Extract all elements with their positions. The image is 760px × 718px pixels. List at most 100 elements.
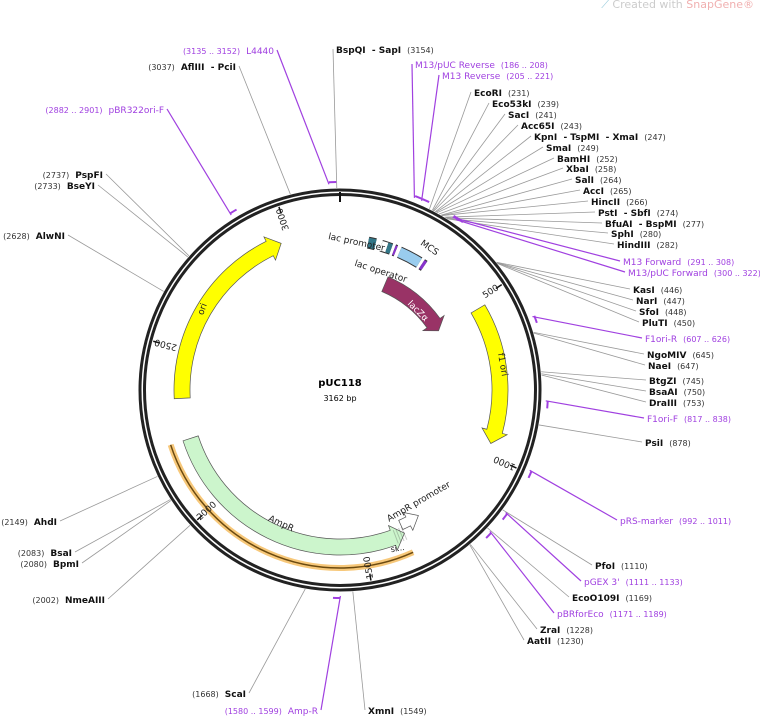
enzyme-site[interactable]: (3037)AflIII - PciI <box>148 63 291 195</box>
site-label[interactable]: (2149)AhdI <box>1 518 57 528</box>
enzyme-site[interactable]: PluTI(450) <box>497 263 696 329</box>
enzyme-site[interactable]: KasI(446) <box>496 261 682 296</box>
site-label[interactable]: EcoRI(231) <box>474 89 529 99</box>
site-label[interactable]: Acc65I(243) <box>521 122 582 132</box>
enzyme-site[interactable]: AatII(1230) <box>469 544 584 647</box>
site-label[interactable]: NarI(447) <box>636 297 685 307</box>
site-label[interactable]: F1ori-R(607 .. 626) <box>645 335 730 345</box>
enzyme-site[interactable]: NaeI(647) <box>533 332 699 372</box>
site-label[interactable]: (2733)BseYI <box>34 182 95 192</box>
enzyme-site[interactable]: BfuAI - BspMI(277) <box>445 217 704 230</box>
ampr-promoter-feature[interactable] <box>398 511 419 532</box>
enzyme-site[interactable]: Acc65I(243) <box>433 122 582 212</box>
ori-feature[interactable] <box>173 236 282 400</box>
site-label[interactable]: (2628)AlwNI <box>3 232 65 242</box>
site-label[interactable]: (1580 .. 1599)Amp-R <box>225 707 318 717</box>
site-label[interactable]: M13 Forward(291 .. 308) <box>623 258 734 268</box>
site-label[interactable]: SfoI(448) <box>639 308 686 318</box>
enzyme-site[interactable]: SalI(264) <box>441 176 622 216</box>
enzyme-site[interactable]: BamHI(252) <box>436 155 618 214</box>
site-label[interactable]: BfuAI - BspMI(277) <box>605 220 704 230</box>
enzyme-site[interactable]: AccI(265) <box>441 187 632 216</box>
site-label[interactable]: DraIII(753) <box>649 399 705 409</box>
enzyme-site[interactable]: PsiI(878) <box>538 424 691 449</box>
site-label[interactable]: BsaAI(750) <box>649 388 705 398</box>
site-label[interactable]: pRS-marker(992 .. 1011) <box>620 517 731 527</box>
primer-site[interactable]: (1580 .. 1599)Amp-R <box>225 595 342 717</box>
site-label[interactable]: HincII(266) <box>591 198 648 208</box>
primer-site[interactable]: (3135 .. 3152)L4440 <box>183 47 337 185</box>
enzyme-site[interactable]: KpnI - TspMI - XmaI(247) <box>434 133 666 213</box>
site-label[interactable]: pGEX 3'(1111 .. 1133) <box>584 578 683 588</box>
site-label[interactable]: pBRforEco(1171 .. 1189) <box>557 610 667 620</box>
site-label[interactable]: M13/pUC Forward(300 .. 322) <box>628 269 760 279</box>
enzyme-site[interactable]: ZraI(1228) <box>470 544 593 636</box>
site-label[interactable]: PsiI(878) <box>645 439 691 449</box>
site-label[interactable]: (2002)NmeAIII <box>32 596 105 606</box>
primer-site[interactable]: M13 Reverse(205 .. 221) <box>421 72 554 203</box>
site-label[interactable]: AatII(1230) <box>527 637 584 647</box>
site-label[interactable]: (2737)PspFI <box>43 171 103 181</box>
primer-site[interactable]: F1ori-F(817 .. 838) <box>545 400 731 425</box>
site-label[interactable]: M13 Reverse(205 .. 221) <box>442 72 553 82</box>
site-label[interactable]: BspQI - SapI(3154) <box>336 46 434 56</box>
site-label[interactable]: AccI(265) <box>583 187 632 197</box>
site-label[interactable]: F1ori-F(817 .. 838) <box>647 415 731 425</box>
enzyme-site[interactable]: NgoMIV(645) <box>533 332 714 361</box>
enzyme-site[interactable]: SphI(280) <box>446 218 662 240</box>
enzyme-site[interactable]: BsaAI(750) <box>541 373 705 398</box>
site-label[interactable]: EcoO109I(1169) <box>572 594 652 604</box>
site-label[interactable]: SacI(241) <box>508 111 557 121</box>
site-label[interactable]: PfoI(1110) <box>595 562 648 572</box>
site-label[interactable]: SalI(264) <box>575 176 622 186</box>
primer-site[interactable]: (2882 .. 2901)pBR322ori-F <box>45 106 238 216</box>
site-label[interactable]: KpnI - TspMI - XmaI(247) <box>534 133 666 143</box>
site-label[interactable]: (3135 .. 3152)L4440 <box>183 47 274 57</box>
lac-promoter-feature[interactable] <box>367 237 377 250</box>
enzyme-site[interactable]: (2737)PspFI <box>43 171 190 257</box>
enzyme-site[interactable]: SmaI(249) <box>435 144 599 213</box>
site-label[interactable]: HindIII(282) <box>617 241 678 251</box>
site-label[interactable]: (2083)BsaI <box>18 549 72 559</box>
site-label[interactable]: BtgZI(745) <box>649 377 704 387</box>
site-label[interactable]: (2080)BpmI <box>20 560 79 570</box>
f1-ori-feature[interactable] <box>470 304 509 444</box>
primer-site[interactable]: pRS-marker(992 .. 1011) <box>527 469 732 527</box>
enzyme-site[interactable]: XbaI(258) <box>438 165 616 215</box>
enzyme-site[interactable]: Eco53kI(239) <box>432 100 559 211</box>
site-label[interactable]: NaeI(647) <box>648 362 699 372</box>
site-label[interactable]: PstI - SbfI(274) <box>598 209 678 219</box>
enzyme-site[interactable]: (2083)BsaI <box>18 499 171 559</box>
enzyme-site[interactable]: XmnI(1549) <box>352 591 427 717</box>
cap-site-feature[interactable] <box>385 242 393 254</box>
site-label[interactable]: BamHI(252) <box>557 155 618 165</box>
ampr-feature[interactable] <box>182 435 405 556</box>
site-label[interactable]: (3037)AflIII - PciI <box>148 63 236 73</box>
enzyme-site[interactable]: SfoI(448) <box>496 262 686 318</box>
enzyme-site[interactable]: PstI - SbfI(274) <box>444 209 679 219</box>
orange-feature-arc[interactable] <box>169 444 414 569</box>
primer-box[interactable] <box>392 245 398 256</box>
site-label[interactable]: SmaI(249) <box>546 144 599 154</box>
enzyme-site[interactable]: HincII(266) <box>441 198 648 216</box>
primer-site[interactable]: M13/pUC Forward(300 .. 322) <box>455 217 760 279</box>
mcs-feature[interactable] <box>397 247 422 267</box>
enzyme-site[interactable]: EcoO109I(1169) <box>487 527 653 604</box>
enzyme-site[interactable]: NarI(447) <box>496 262 685 307</box>
enzyme-site[interactable]: (2628)AlwNI <box>3 232 164 292</box>
site-label[interactable]: SphI(280) <box>611 230 661 240</box>
site-label[interactable]: XmnI(1549) <box>368 707 427 717</box>
lac-operator-feature[interactable] <box>379 240 389 253</box>
enzyme-site[interactable]: SacI(241) <box>432 111 557 211</box>
signal-sequence-feature[interactable] <box>392 526 408 544</box>
enzyme-site[interactable]: BspQI - SapI(3154) <box>332 46 434 189</box>
enzyme-site[interactable]: DraIII(753) <box>541 374 705 409</box>
primer-box[interactable] <box>419 260 428 271</box>
enzyme-site[interactable]: (1668)ScaI <box>192 588 306 700</box>
lacz-alpha-feature[interactable] <box>381 276 445 332</box>
enzyme-site[interactable]: PfoI(1110) <box>502 509 648 572</box>
primer-site[interactable]: pGEX 3'(1111 .. 1133) <box>501 512 683 588</box>
enzyme-site[interactable]: EcoRI(231) <box>429 89 529 210</box>
enzyme-site[interactable]: (2733)BseYI <box>34 182 189 258</box>
site-label[interactable]: PluTI(450) <box>642 319 695 329</box>
